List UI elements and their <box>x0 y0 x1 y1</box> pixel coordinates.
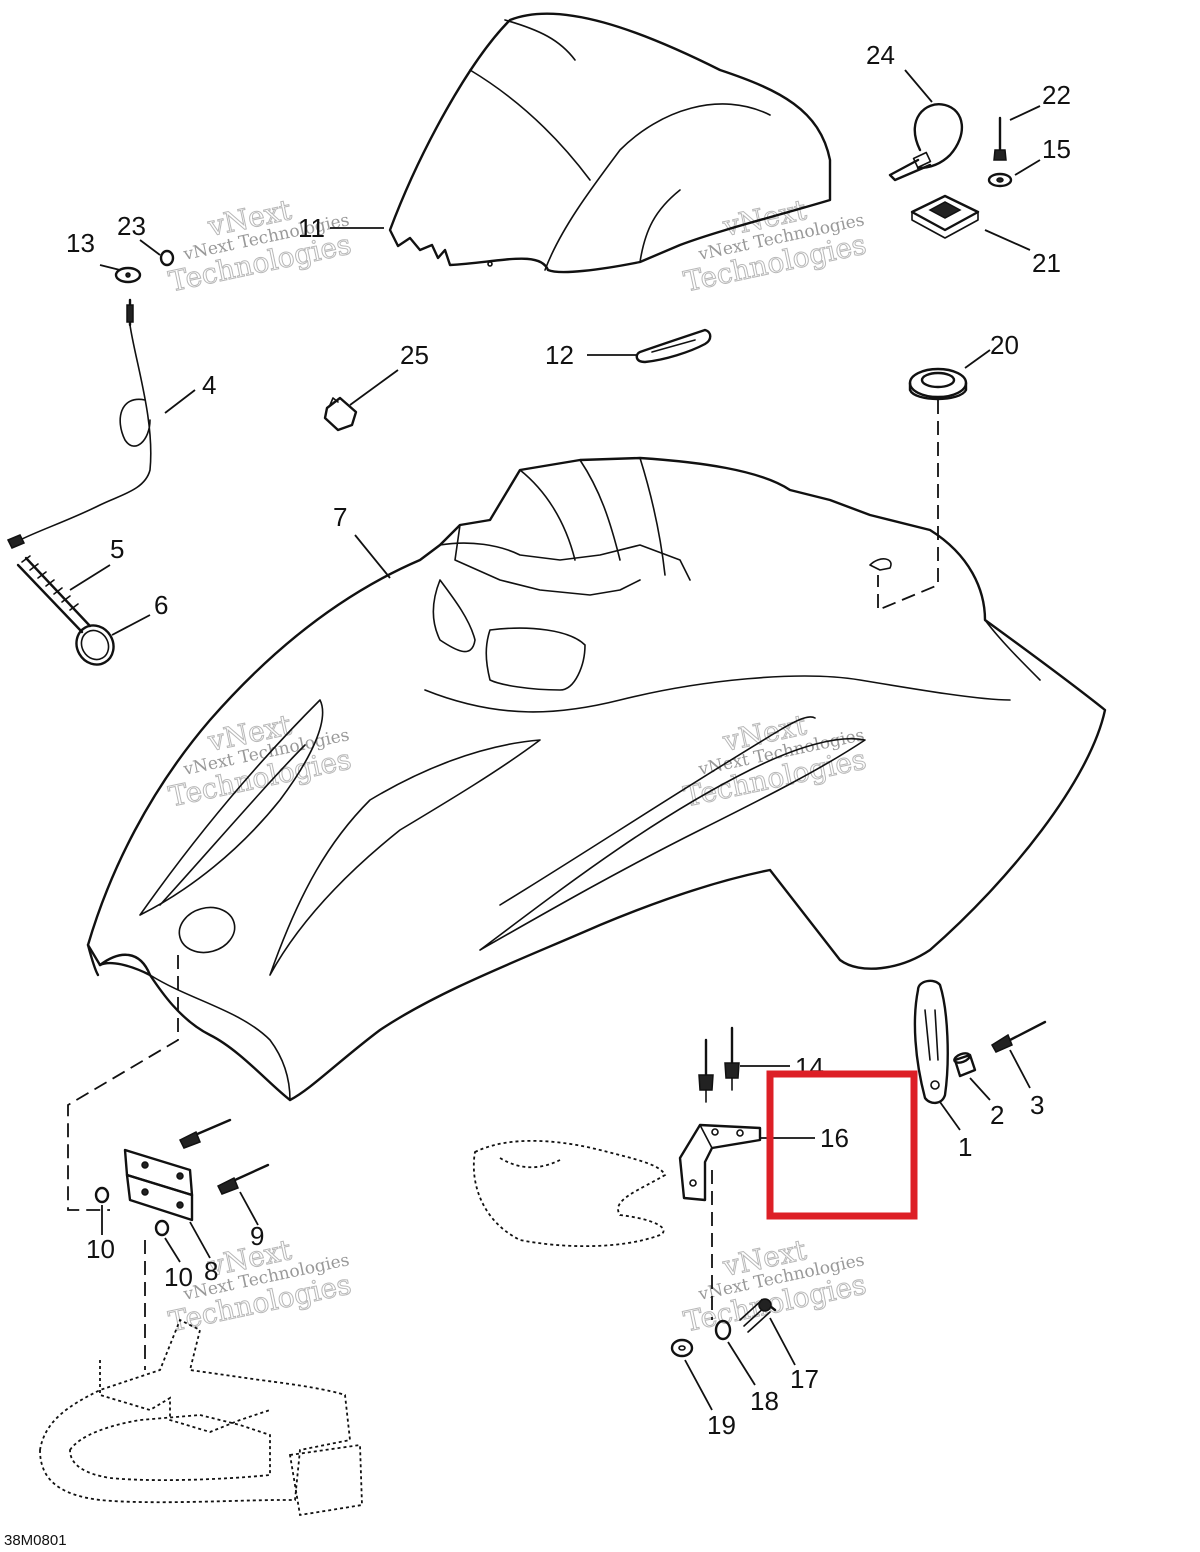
part-18-washer[interactable] <box>714 1319 732 1341</box>
callout-4: 4 <box>202 370 216 400</box>
part-16-bracket[interactable] <box>678 1123 762 1202</box>
part-13-terminal[interactable] <box>114 266 142 284</box>
callout-9: 9 <box>250 1221 264 1251</box>
callout-10a: 10 <box>86 1234 115 1264</box>
part-2-spacer[interactable] <box>953 1052 977 1078</box>
part-20-grommet[interactable] <box>908 367 968 401</box>
part-9-rivets[interactable] <box>178 1118 270 1195</box>
callout-18: 18 <box>750 1386 779 1416</box>
callout-20: 20 <box>990 330 1019 360</box>
watermark-top-left: vNext Technologies vNext Technologies <box>165 193 354 299</box>
callout-10b: 10 <box>164 1262 193 1292</box>
callout-5: 5 <box>110 534 124 564</box>
part-23-washer[interactable] <box>159 249 175 267</box>
part-5-spring[interactable] <box>16 555 92 634</box>
watermark-top-right: vNext Technologies vNext Technologies <box>680 193 869 299</box>
fairing-dotted-outline <box>472 1139 667 1248</box>
callout-22: 22 <box>1042 80 1071 110</box>
callout-8: 8 <box>204 1256 218 1286</box>
callout-6: 6 <box>154 590 168 620</box>
dashed-assembly-lines <box>67 400 939 1370</box>
part-4-cable[interactable] <box>6 298 152 549</box>
part-22-rivet[interactable] <box>993 116 1007 161</box>
callout-12: 12 <box>545 340 574 370</box>
callout-2: 2 <box>990 1100 1004 1130</box>
callout-23: 23 <box>117 211 146 241</box>
part-24-strap[interactable] <box>888 103 964 182</box>
highlight-box-part-16 <box>766 1070 918 1220</box>
callout-24: 24 <box>866 40 895 70</box>
part-21-mount[interactable] <box>910 194 980 239</box>
part-15-washer[interactable] <box>987 172 1013 188</box>
callout-16: 16 <box>820 1123 849 1153</box>
callout-1: 1 <box>958 1132 972 1162</box>
drawing-code: 38M0801 <box>4 1532 67 1549</box>
callout-11: 11 <box>298 213 325 243</box>
part-11-windshield[interactable] <box>388 12 832 274</box>
part-6-loop[interactable] <box>69 619 120 672</box>
part-8-hinge[interactable] <box>123 1148 194 1222</box>
callout-19: 19 <box>707 1410 736 1440</box>
callout-13: 13 <box>66 228 95 258</box>
part-3-rivet[interactable] <box>990 1020 1047 1053</box>
callout-3: 3 <box>1030 1090 1044 1120</box>
callout-21: 21 <box>1032 248 1061 278</box>
part-7-hood[interactable] <box>86 456 1107 1102</box>
part-1-handle[interactable] <box>913 979 949 1105</box>
callout-7: 7 <box>333 502 347 532</box>
part-12-strip[interactable] <box>635 328 712 364</box>
part-25-clip[interactable] <box>323 396 358 432</box>
part-14-rivets[interactable] <box>698 1026 740 1103</box>
callout-25: 25 <box>400 340 429 370</box>
callout-17: 17 <box>790 1364 819 1394</box>
callout-15: 15 <box>1042 134 1071 164</box>
part-10-washers[interactable] <box>94 1186 170 1237</box>
bumper-dotted-outline <box>39 1318 363 1517</box>
part-19-washer[interactable] <box>670 1338 694 1358</box>
part-17-spring[interactable] <box>739 1298 777 1333</box>
